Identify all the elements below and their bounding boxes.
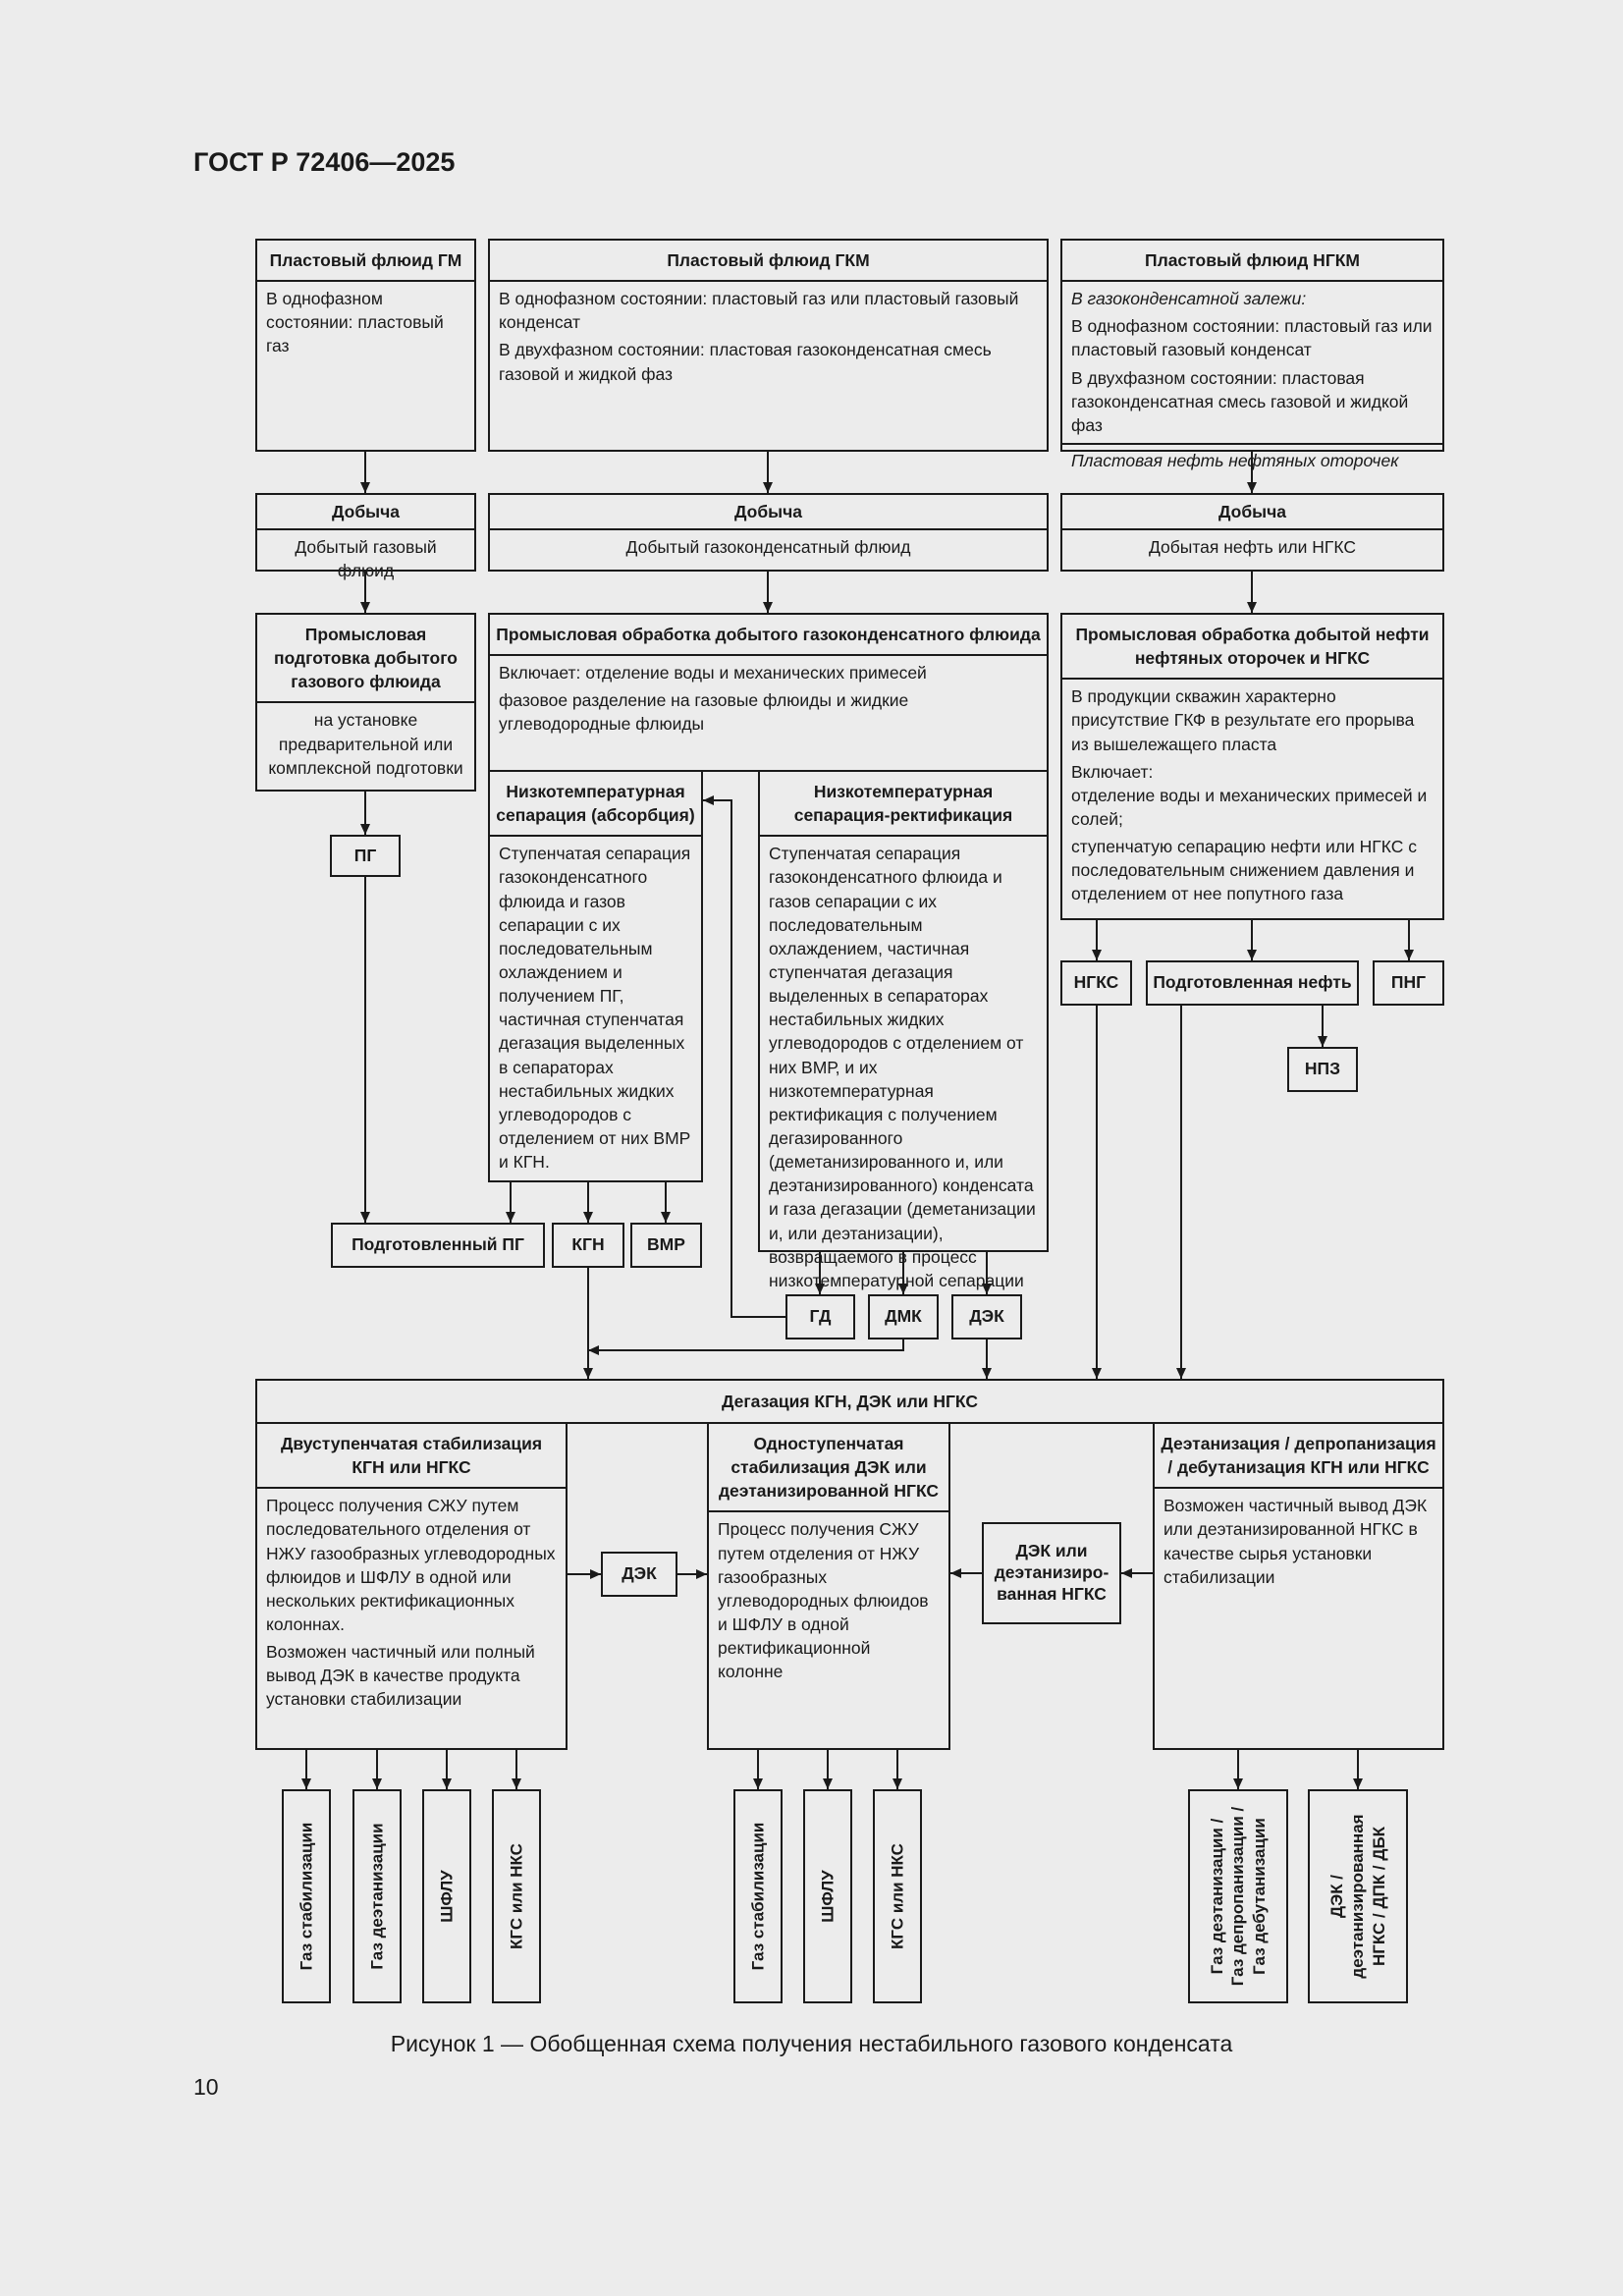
proc-gkm-line: фазовое разделение на газовые флюиды и ж… xyxy=(499,690,909,735)
deeth-text: Возможен частичный вывод ДЭК или деэтани… xyxy=(1163,1496,1428,1587)
product-one-stage-gas-stab: Газ стабилизации xyxy=(733,1789,783,2003)
source-ngkm-line: В газоконденсатной залежи: xyxy=(1071,289,1307,309)
proc-ngkm-line: отделение воды и механических примесей и… xyxy=(1071,785,1428,829)
tag-prepared-pg: Подготовленный ПГ xyxy=(331,1223,545,1268)
ltr-text: Ступенчатая сепарация газоконденсатного … xyxy=(769,844,1036,1290)
tag-right-feed: ДЭК или деэтанизиро-ванная НГКС xyxy=(982,1522,1121,1624)
prod-gkm-text: Добытый газоконденсатный флюид xyxy=(625,537,911,558)
two-stage-line: Возможен частичный или полный вывод ДЭК … xyxy=(266,1642,535,1710)
document-header: ГОСТ Р 72406—2025 xyxy=(193,147,456,177)
degassing-header: Дегазация КГН, ДЭК или НГКС xyxy=(255,1379,1444,1424)
product-two-stage-kgs: КГС или НКС xyxy=(492,1789,541,2003)
ltr-title: Низкотемпературная сепарация-ректификаци… xyxy=(760,772,1047,838)
lts-text: Ступенчатая сепарация газоконденсатного … xyxy=(499,844,691,1173)
tag-vmr: ВМР xyxy=(630,1223,702,1268)
prod-gkm-box: Добыча Добытый газоконденсатный флюид xyxy=(488,493,1049,572)
proc-gm-title: Промысловая подготовка добытого газового… xyxy=(257,615,474,704)
product-deeth-gases: Газ деэтанизации / Газ депропанизации / … xyxy=(1188,1789,1288,2003)
source-gm-box: Пластовый флюид ГМ В однофазном состояни… xyxy=(255,239,476,452)
tag-kgn: КГН xyxy=(552,1223,624,1268)
product-two-stage-shflu: ШФЛУ xyxy=(422,1789,471,2003)
product-one-stage-shflu: ШФЛУ xyxy=(803,1789,852,2003)
deeth-title: Деэтанизация / депропанизация / дебутани… xyxy=(1155,1424,1442,1490)
prod-gkm-title: Добыча xyxy=(490,495,1047,531)
one-stage-title: Одноступенчатая стабилизация ДЭК или деэ… xyxy=(709,1424,948,1513)
source-ngkm-title: Пластовый флюид НГКМ xyxy=(1062,241,1442,283)
two-stage-title: Двуступенчатая стабилизация КГН или НГКС xyxy=(257,1424,566,1490)
source-gkm-title: Пластовый флюид ГКМ xyxy=(490,241,1047,283)
source-gkm-box: Пластовый флюид ГКМ В однофазном состоян… xyxy=(488,239,1049,452)
source-ngkm-box: Пластовый флюид НГКМ В газоконденсатной … xyxy=(1060,239,1444,470)
proc-gm-box: Промысловая подготовка добытого газового… xyxy=(255,613,476,792)
deeth-box: Деэтанизация / депропанизация / дебутани… xyxy=(1153,1422,1444,1750)
proc-ngkm-title: Промысловая обработка добытой нефти нефт… xyxy=(1062,615,1442,681)
prod-ngkm-title: Добыча xyxy=(1062,495,1442,531)
prod-gm-title: Добыча xyxy=(257,495,474,531)
source-gkm-line: В однофазном состоянии: пластовый газ ил… xyxy=(499,289,1019,333)
proc-gkm-box: Промысловая обработка добытого газоконде… xyxy=(488,613,1049,772)
tag-dek: ДЭК xyxy=(951,1294,1022,1339)
degassing-title: Дегазация КГН, ДЭК или НГКС xyxy=(721,1391,978,1411)
proc-ngkm-line: ступенчатую сепарацию нефти или НГКС с п… xyxy=(1071,837,1417,904)
ltr-box: Низкотемпературная сепарация-ректификаци… xyxy=(758,770,1049,1290)
tag-pg: ПГ xyxy=(330,835,401,877)
one-stage-text: Процесс получения СЖУ путем отделения от… xyxy=(718,1519,929,1682)
tag-mid-dek: ДЭК xyxy=(601,1552,677,1597)
lts-title: Низкотемпературная сепарация (абсорбция) xyxy=(490,772,701,838)
tag-prepared-oil: Подготовленная нефть xyxy=(1146,960,1359,1006)
prod-gm-text: Добытый газовый флюид xyxy=(295,537,437,581)
source-gm-title: Пластовый флюид ГМ xyxy=(257,241,474,283)
proc-ngkm-line: Включает: xyxy=(1071,761,1154,782)
proc-gm-text: на установке предварительной или комплек… xyxy=(268,710,463,778)
tag-ngks: НГКС xyxy=(1060,960,1132,1006)
source-ngkm-line: В двухфазном состоянии: пластовая газоко… xyxy=(1071,367,1409,435)
prod-gm-box: Добыча Добытый газовый флюид xyxy=(255,493,476,580)
proc-ngkm-line: В продукции скважин характерно присутств… xyxy=(1071,686,1415,754)
figure-caption: Рисунок 1 — Обобщенная схема получения н… xyxy=(390,2031,1233,2056)
tag-gd: ГД xyxy=(785,1294,855,1339)
source-ngkm-oil: Пластовая нефть нефтяных оторочек xyxy=(1062,442,1442,472)
page-number: 10 xyxy=(193,2074,219,2100)
product-two-stage-gas-stab: Газ стабилизации xyxy=(282,1789,331,2003)
proc-gkm-title: Промысловая обработка добытого газоконде… xyxy=(490,615,1047,657)
product-one-stage-kgs: КГС или НКС xyxy=(873,1789,922,2003)
source-gm-line: В однофазном состоянии: пластовый газ xyxy=(266,289,444,356)
proc-gkm-line: Включает: отделение воды и механических … xyxy=(499,663,927,683)
source-ngkm-line: В однофазном состоянии: пластовый газ ил… xyxy=(1071,316,1433,360)
prod-ngkm-text: Добытая нефть или НГКС xyxy=(1148,537,1357,558)
tag-dmk: ДМК xyxy=(868,1294,939,1339)
two-stage-line: Процесс получения СЖУ путем последовател… xyxy=(266,1496,556,1634)
tag-png: ПНГ xyxy=(1373,960,1444,1006)
proc-ngkm-box: Промысловая обработка добытой нефти нефт… xyxy=(1060,613,1444,920)
lts-box: Низкотемпературная сепарация (абсорбция)… xyxy=(488,770,703,1182)
two-stage-box: Двуступенчатая стабилизация КГН или НГКС… xyxy=(255,1422,568,1750)
prod-ngkm-box: Добыча Добытая нефть или НГКС xyxy=(1060,493,1444,572)
one-stage-box: Одноступенчатая стабилизация ДЭК или деэ… xyxy=(707,1422,950,1750)
product-two-stage-gas-deeth: Газ деэтанизации xyxy=(352,1789,402,2003)
product-deeth-dek: ДЭК / деэтанизированная НГКС / ДПК / ДБК xyxy=(1308,1789,1408,2003)
tag-npz: НПЗ xyxy=(1287,1047,1358,1092)
source-gkm-line: В двухфазном состоянии: пластовая газоко… xyxy=(499,340,992,384)
